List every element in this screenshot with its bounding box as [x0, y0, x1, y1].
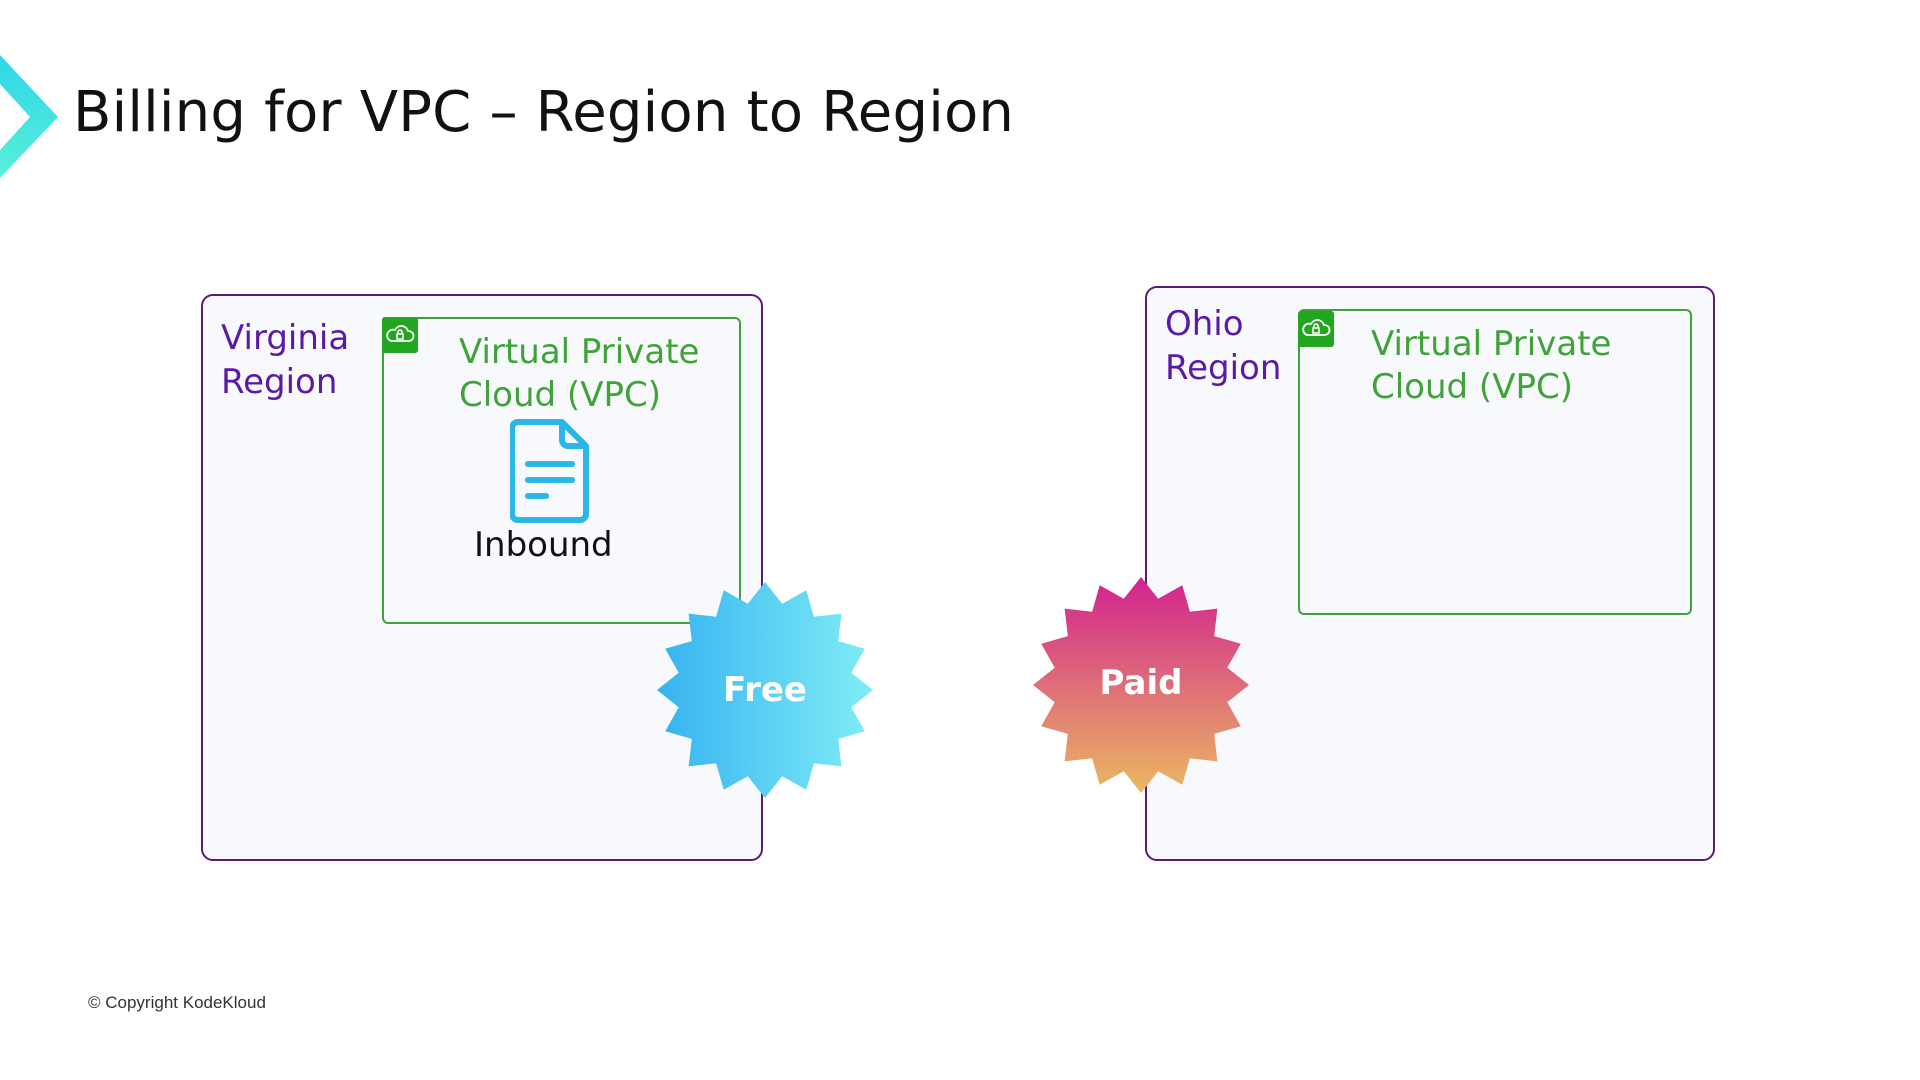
region-ohio-label: Ohio Region — [1165, 302, 1281, 390]
vpc-virginia — [382, 317, 741, 624]
chevron-decoration-icon — [0, 55, 58, 178]
vpc-ohio-label-text: Virtual Private Cloud (VPC) — [1371, 324, 1612, 407]
vpc-virginia-label-text: Virtual Private Cloud (VPC) — [459, 332, 700, 415]
free-badge-label: Free — [723, 670, 807, 710]
vpc-ohio-label: Virtual Private Cloud (VPC) — [1371, 323, 1611, 409]
region-virginia-label: Virginia Region — [221, 316, 349, 404]
region-virginia-label-text: Virginia Region — [221, 318, 350, 402]
slide-title: Billing for VPC – Region to Region — [73, 80, 1015, 145]
document-icon — [510, 419, 589, 523]
region-ohio-label-text: Ohio Region — [1165, 304, 1282, 388]
cloud-lock-icon — [382, 317, 418, 353]
free-badge-starburst — [657, 582, 873, 798]
vpc-virginia-label: Virtual Private Cloud (VPC) — [459, 331, 699, 417]
cloud-lock-icon — [1298, 311, 1334, 347]
inbound-label: Inbound — [474, 525, 613, 565]
vpc-ohio — [1298, 309, 1692, 615]
paid-badge-starburst — [1033, 577, 1249, 793]
paid-badge-label: Paid — [1099, 663, 1183, 703]
copyright-text: © Copyright KodeKloud — [88, 993, 266, 1012]
